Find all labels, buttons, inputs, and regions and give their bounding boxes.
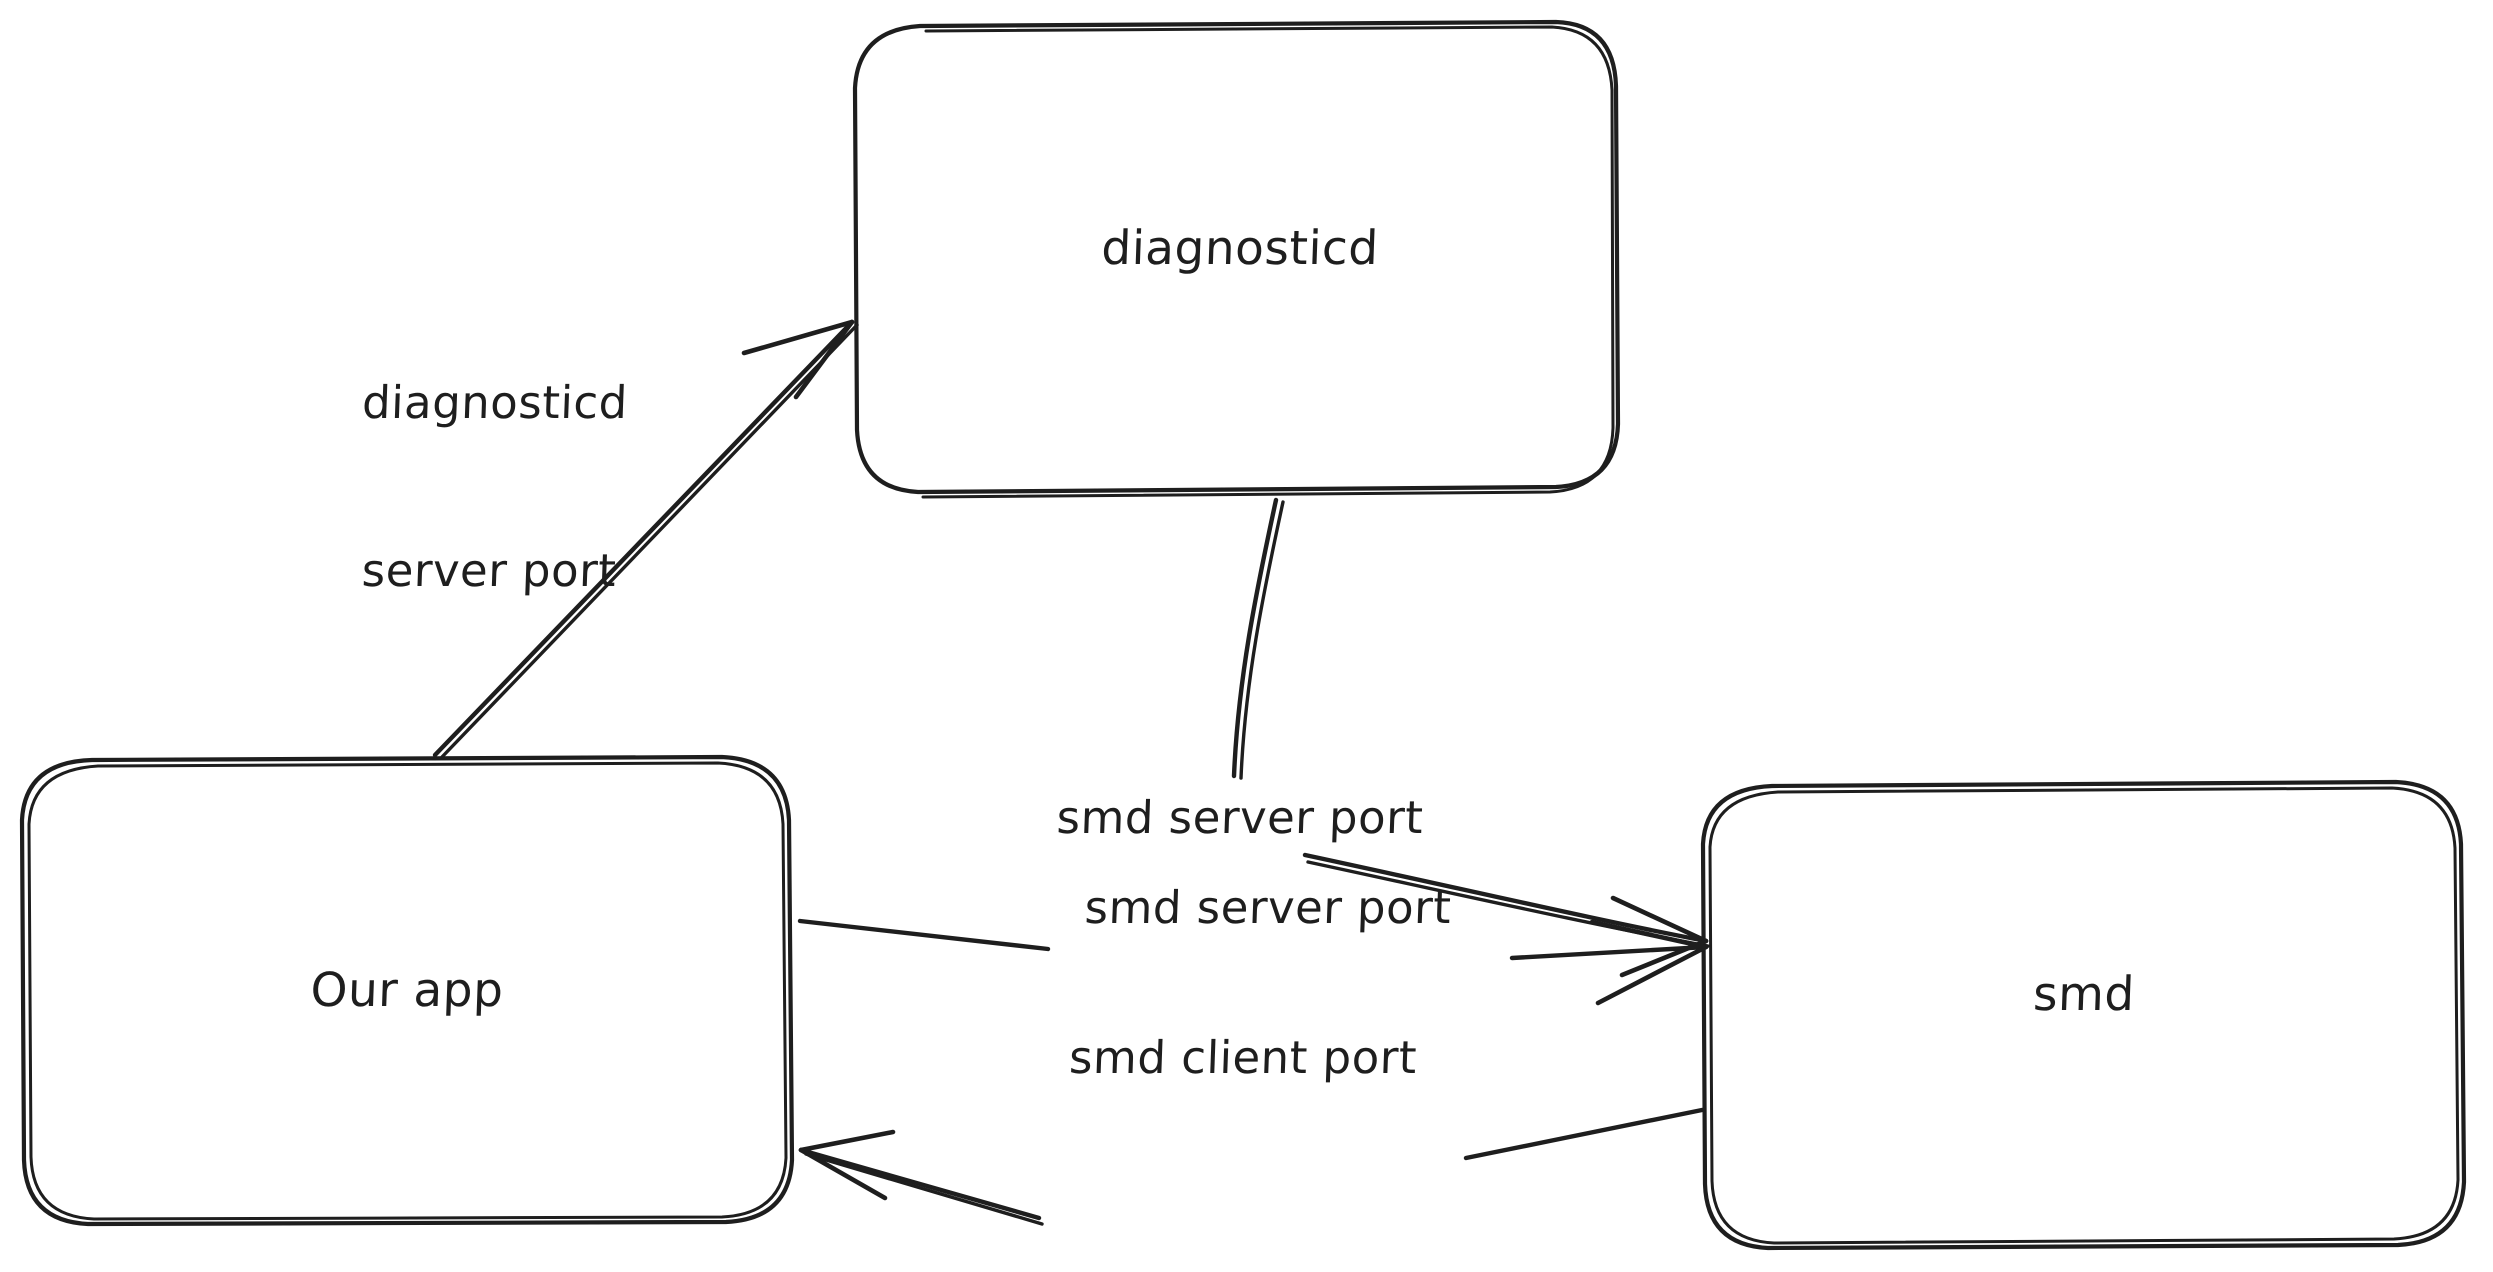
node-smd[interactable] — [1700, 779, 2467, 1251]
node-label-smd: smd — [2032, 967, 2136, 1022]
node-our-app[interactable] — [19, 754, 795, 1227]
edge-ourapp-to-smd[interactable] — [797, 918, 1709, 1006]
edge-smd-to-ourapp[interactable] — [798, 1107, 1705, 1226]
node-diagnosticd[interactable] — [852, 19, 1621, 499]
node-label-our-app: Our app — [309, 963, 505, 1018]
edge-ourapp-to-diagnosticd[interactable] — [432, 319, 859, 759]
edge-label-diagnosticd-server-port: diagnosticd server port — [274, 262, 710, 712]
edge-label-line-2: server port — [360, 544, 618, 598]
node-label-diagnosticd: diagnosticd — [1100, 221, 1380, 276]
edge-label-smd-client-port: smd client port — [1068, 1031, 1418, 1084]
edge-label-smd-server-port-diagnosticd: smd server port — [1055, 791, 1425, 844]
edge-label-smd-server-port-ourapp: smd server port — [1083, 881, 1453, 934]
edge-label-line-1: diagnosticd — [361, 375, 629, 429]
